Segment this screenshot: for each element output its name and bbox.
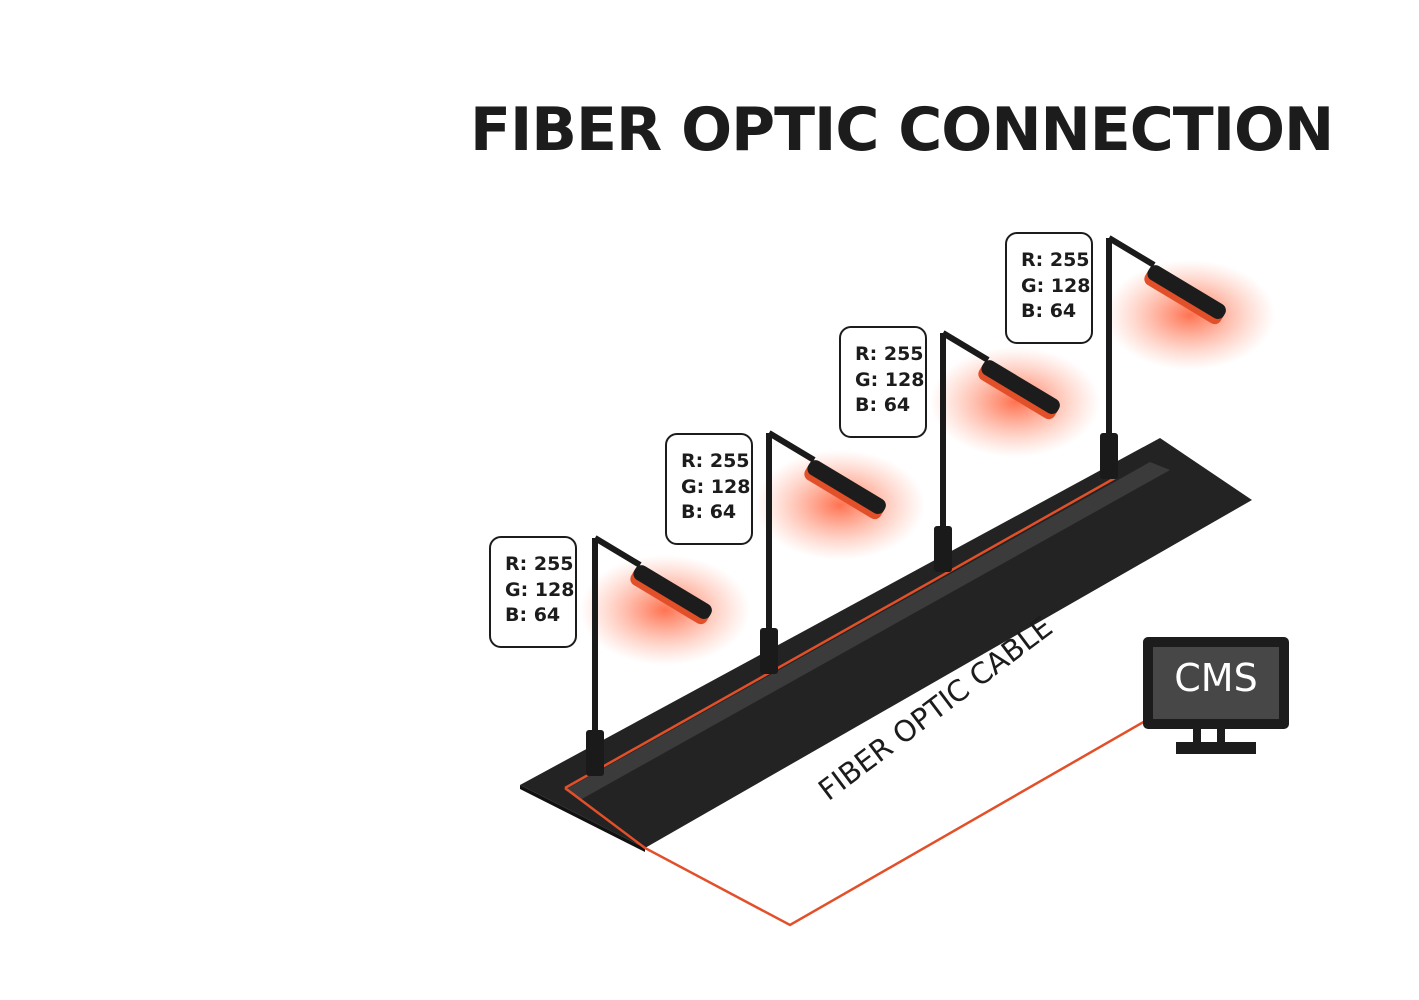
rgb-label-4-b: B: 64 [1021,300,1077,322]
rgb-label-3-b: B: 64 [855,394,911,416]
rgb-label-3: R: 255 G: 128 B: 64 [839,326,927,438]
rgb-label-1-r: R: 255 [505,553,574,575]
ground-slab [520,438,1252,848]
rgb-label-1-b: B: 64 [505,604,561,626]
slab-edge [520,785,645,852]
rgb-label-2: R: 255 G: 128 B: 64 [665,433,753,545]
lamp-glow-3 [930,347,1100,457]
rgb-label-4-r: R: 255 [1021,249,1090,271]
street-lamp-3 [934,330,1060,572]
rgb-label-1-g: G: 128 [505,578,575,601]
street-lamp-1 [586,535,712,776]
rgb-label-3-r: R: 255 [855,343,924,365]
rgb-label-2-r: R: 255 [681,450,750,472]
rgb-label-2-g: G: 128 [681,475,751,498]
rgb-label-4: R: 255 G: 128 B: 64 [1005,232,1093,344]
cms-label: CMS [1174,656,1258,700]
street-lamp-2 [760,430,886,674]
ground-trench [565,462,1170,800]
lamp-glow-2 [755,450,925,560]
fiber-line-trench [564,476,1116,790]
lamp-glow-4 [1105,260,1275,370]
rgb-label-2-b: B: 64 [681,501,737,523]
rgb-label-4-g: G: 128 [1021,274,1091,297]
rgb-label-1: R: 255 G: 128 B: 64 [489,536,577,648]
fiber-optic-cable [564,718,1148,927]
street-lamp-4 [1100,235,1226,479]
lamp-glow-1 [580,555,750,665]
rgb-label-3-g: G: 128 [855,368,925,391]
diagram-title: FIBER OPTIC CONNECTION [470,95,1334,165]
cms-monitor-icon [1143,637,1289,754]
